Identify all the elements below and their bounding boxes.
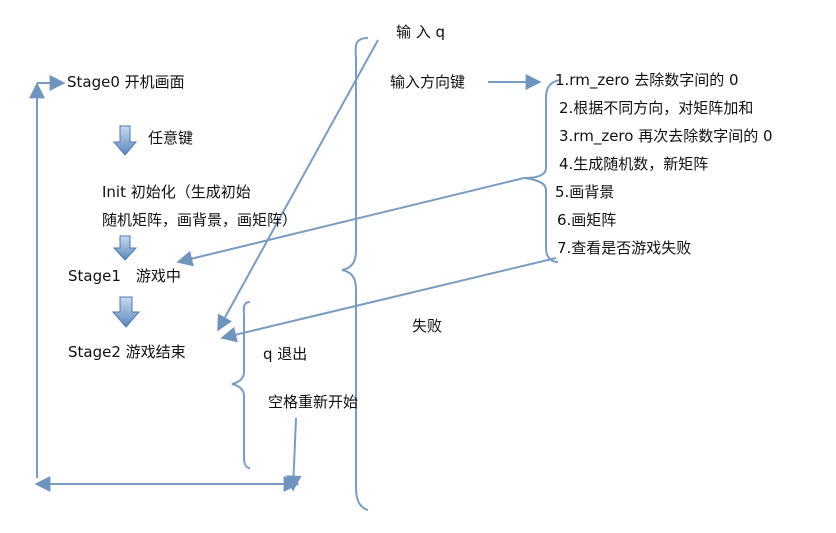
step-item: 4.生成随机数，新矩阵 (559, 155, 709, 173)
fail-label: 失败 (412, 317, 443, 335)
init-label-line2: 随机矩阵，画背景，画矩阵） (102, 211, 298, 229)
stage2-label: Stage2 游戏结束 (68, 343, 186, 361)
any-key-label: 任意键 (148, 129, 194, 147)
step-item: 3.rm_zero 再次去除数字间的 0 (559, 127, 773, 145)
down-arrow-stage1 (111, 296, 141, 328)
space-restart-label: 空格重新开始 (268, 393, 359, 411)
input-q-arrow (217, 39, 379, 332)
main-brace (341, 37, 369, 511)
fail-arrow (220, 257, 557, 343)
step-item: 7.查看是否游戏失败 (557, 239, 692, 257)
step-item: 2.根据不同方向，对矩阵加和 (559, 99, 754, 117)
input-direction-label: 输入方向键 (390, 73, 466, 91)
step-item: 1.rm_zero 去除数字间的 0 (555, 71, 739, 89)
step-item: 5.画背景 (555, 183, 615, 201)
steps-to-stage1-arrow (176, 177, 525, 267)
steps-brace (523, 79, 561, 263)
input-q-label: 输 入 q (396, 23, 446, 41)
stage1-label: Stage1 游戏中 (68, 267, 181, 285)
exit-brace (231, 301, 251, 469)
restart-down-arrow (285, 417, 302, 492)
init-label-line1: Init 初始化（生成初始 (102, 183, 251, 201)
down-arrow-anykey (112, 125, 138, 156)
step-item: 6.画矩阵 (557, 211, 617, 229)
down-arrow-init (112, 235, 138, 261)
q-exit-label: q 退出 (263, 345, 308, 363)
stage0-label: Stage0 开机画面 (67, 73, 185, 91)
